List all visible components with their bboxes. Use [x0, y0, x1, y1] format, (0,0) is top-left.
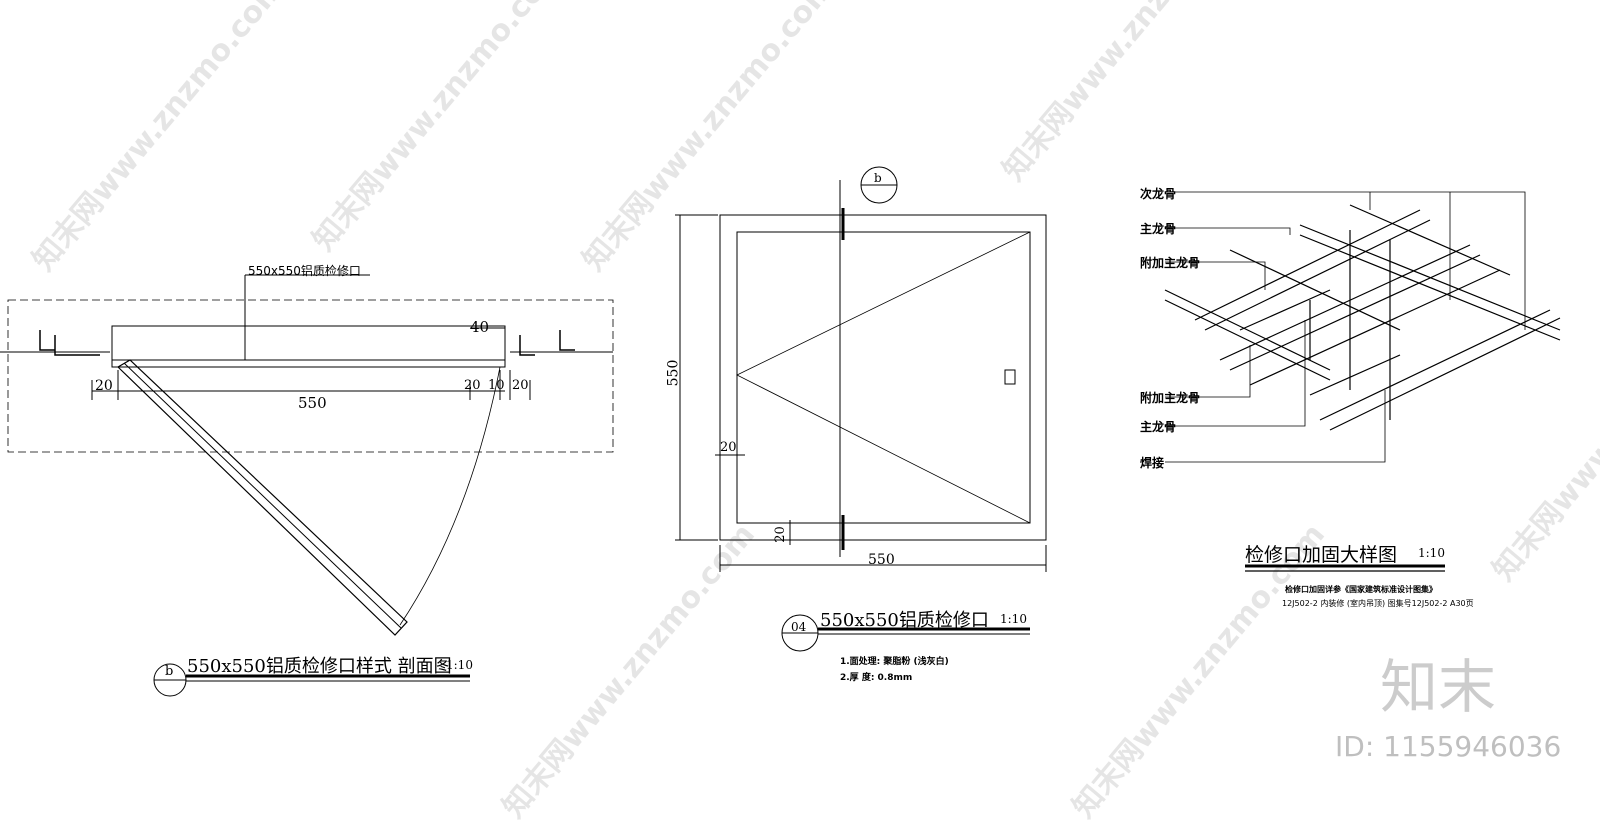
callout-label: 550x550铝质检修口 [248, 264, 361, 278]
dim-bottom-inset: 20 [772, 526, 788, 543]
dim-left-inset: 20 [720, 440, 737, 455]
detail-label: 焊接 [1140, 456, 1165, 470]
watermark-id: ID: 1155946036 [1335, 730, 1562, 763]
detail-label: 次龙骨 [1140, 187, 1177, 201]
detail-label: 主龙骨 [1140, 222, 1177, 236]
dim-left: 20 [95, 378, 113, 394]
detail-label: 附加主龙骨 [1140, 256, 1201, 270]
dim-right-a: 20 [464, 378, 481, 393]
detail-view [1164, 191, 1561, 572]
detail-label: 主龙骨 [1140, 420, 1177, 434]
detail-note: 检修口加固详参《国家建筑标准设计图集》 [1285, 585, 1437, 594]
plan-note: 1.面处理: 聚脂粉 (浅灰白) [840, 657, 949, 667]
detail-title: 检修口加固大样图 [1245, 544, 1398, 566]
dim-right-c: 20 [512, 378, 529, 393]
section-scale: 1:10 [446, 658, 473, 672]
plan-section-marker: b [874, 171, 882, 185]
dim-plan-width: 550 [868, 552, 895, 568]
plan-scale: 1:10 [1000, 612, 1027, 626]
section-marker: b [165, 664, 174, 679]
dim-width: 550 [298, 394, 327, 412]
detail-label: 附加主龙骨 [1140, 391, 1201, 405]
dim-height: 550 [665, 359, 682, 387]
watermark-logo: 知末 [1380, 653, 1497, 721]
plan-note: 2.厚 度: 0.8mm [840, 673, 913, 683]
cad-drawing [0, 166, 1561, 697]
plan-view [675, 166, 1047, 652]
plan-title: 550x550铝质检修口 [820, 610, 989, 631]
plan-marker: 04 [791, 620, 807, 634]
dim-right-b: 10 [488, 378, 505, 393]
detail-scale: 1:10 [1418, 546, 1445, 560]
section-view [0, 274, 614, 697]
dim-top: 40 [470, 318, 490, 336]
section-title: 550x550铝质检修口样式 剖面图 [187, 656, 452, 677]
detail-note: 12J502-2 内装修 (室内吊顶) 图集号12J502-2 A30页 [1282, 599, 1474, 608]
